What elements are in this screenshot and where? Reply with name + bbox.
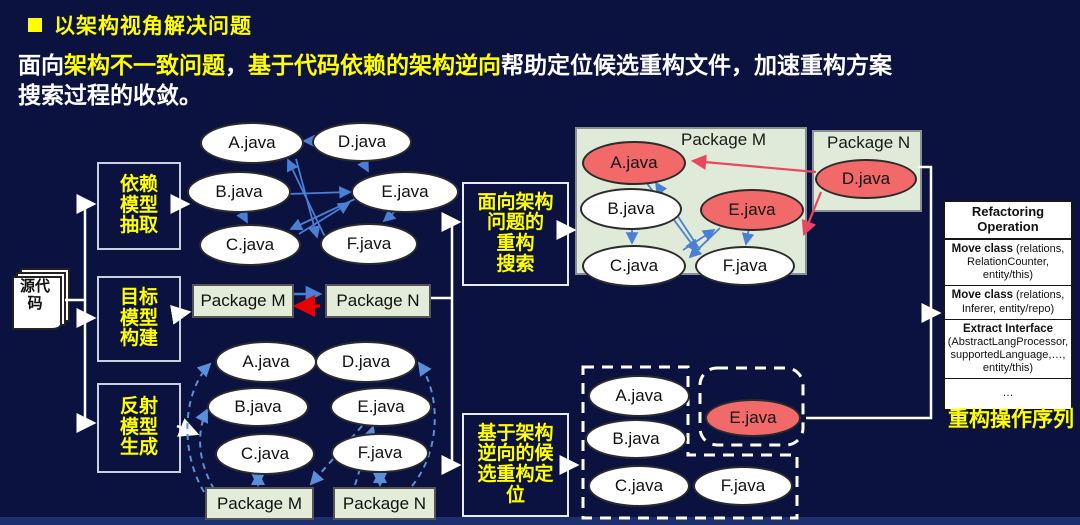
refactoring-operation-table: Refactoring Operation Move class (relati… — [943, 200, 1073, 411]
subtitle-seg2: 架构不一致问题 — [64, 52, 225, 78]
node-b-java-2: B.java — [207, 387, 309, 427]
box-target-model-construction: 目标 模型 构建 — [97, 276, 181, 362]
node-f-java-3: F.java — [695, 246, 795, 286]
subtitle-seg5: 帮助定位候选重构文件，加速重构方案 — [501, 52, 892, 78]
page-front — [12, 276, 62, 330]
chip-package-m-2: Package M — [205, 487, 314, 520]
table-row: Move class (relations, RelationCounter, … — [945, 240, 1071, 287]
node-b-java-3: B.java — [580, 188, 682, 230]
panel-package-n-label: Package N — [827, 133, 911, 152]
row-args: (relations, Inferer, entity/repo) — [961, 289, 1065, 315]
node-a-java-4: A.java — [588, 375, 690, 417]
row-args: (relations, RelationCounter, entity/this… — [967, 242, 1065, 282]
node-e-java-red: E.java — [700, 189, 804, 231]
node-c-java-4: C.java — [588, 465, 690, 507]
node-c-java-2: C.java — [215, 433, 315, 475]
row-op: Extract Interface — [962, 322, 1054, 335]
node-e-java: E.java — [351, 171, 459, 213]
node-d-java-2: D.java — [315, 341, 417, 383]
chip-package-n-2: Package N — [333, 487, 436, 520]
node-a-java-2: A.java — [215, 341, 317, 383]
slide-title-row: 以架构视角解决问题 — [28, 10, 252, 40]
bottom-accent-bar — [0, 517, 1080, 525]
source-code-label: 源代 码 — [19, 278, 50, 313]
node-b-java: B.java — [187, 171, 291, 213]
node-f-java-2: F.java — [331, 433, 429, 473]
row-args: (AbstractLangProcessor, supportedLanguag… — [947, 336, 1069, 375]
row-args: … — [1002, 387, 1014, 400]
subtitle: 面向架构不一致问题，基于代码依赖的架构逆向帮助定位候选重构文件，加速重构方案搜索… — [18, 50, 1068, 111]
node-c-java: C.java — [199, 224, 301, 266]
node-f-java: F.java — [320, 223, 418, 265]
node-e-java-candidate: E.java — [705, 399, 801, 437]
subtitle-seg3: ， — [225, 52, 248, 78]
node-d-java: D.java — [312, 122, 412, 162]
box-candidate-refactoring-location: 基于架构 逆向的候 选重构定 位 — [462, 413, 569, 517]
node-b-java-4: B.java — [585, 419, 687, 459]
panel-package-m-label: Package M — [681, 130, 767, 149]
chip-package-n: Package N — [325, 284, 431, 318]
table-row: … — [945, 379, 1071, 409]
node-d-java-red: D.java — [815, 159, 917, 199]
reflection-cluster-arrows — [186, 361, 436, 493]
box-dependency-model-extraction: 依赖 模型 抽取 — [97, 162, 181, 250]
page-title: 以架构视角解决问题 — [54, 15, 252, 38]
subtitle-seg1: 面向 — [18, 52, 64, 78]
row-op: Move class — [951, 242, 1013, 255]
refactoring-sequence-caption: 重构操作序列 — [948, 408, 1074, 431]
subtitle-seg6: 搜索过程的收敛。 — [18, 82, 202, 109]
table-row: Extract Interface (AbstractLangProcessor… — [945, 320, 1071, 380]
node-e-java-2: E.java — [330, 387, 432, 427]
node-f-java-4: F.java — [693, 466, 793, 506]
node-c-java-3: C.java — [582, 245, 686, 287]
bullet-square-icon — [28, 18, 42, 32]
chip-package-m: Package M — [192, 284, 294, 318]
node-a-java: A.java — [200, 122, 304, 164]
table-row: Move class (relations, Inferer, entity/r… — [945, 286, 1071, 320]
node-a-java-red: A.java — [582, 141, 686, 185]
subtitle-seg4: 基于代码依赖的架构逆向 — [248, 52, 501, 78]
row-op: Move class — [951, 289, 1013, 302]
box-reflection-model-generation: 反射 模型 生成 — [97, 383, 181, 473]
source-code-icon: 源代 码 — [10, 268, 70, 332]
box-refactoring-search: 面向架构 问题的 重构 搜索 — [462, 182, 569, 286]
table-header: Refactoring Operation — [945, 202, 1071, 240]
